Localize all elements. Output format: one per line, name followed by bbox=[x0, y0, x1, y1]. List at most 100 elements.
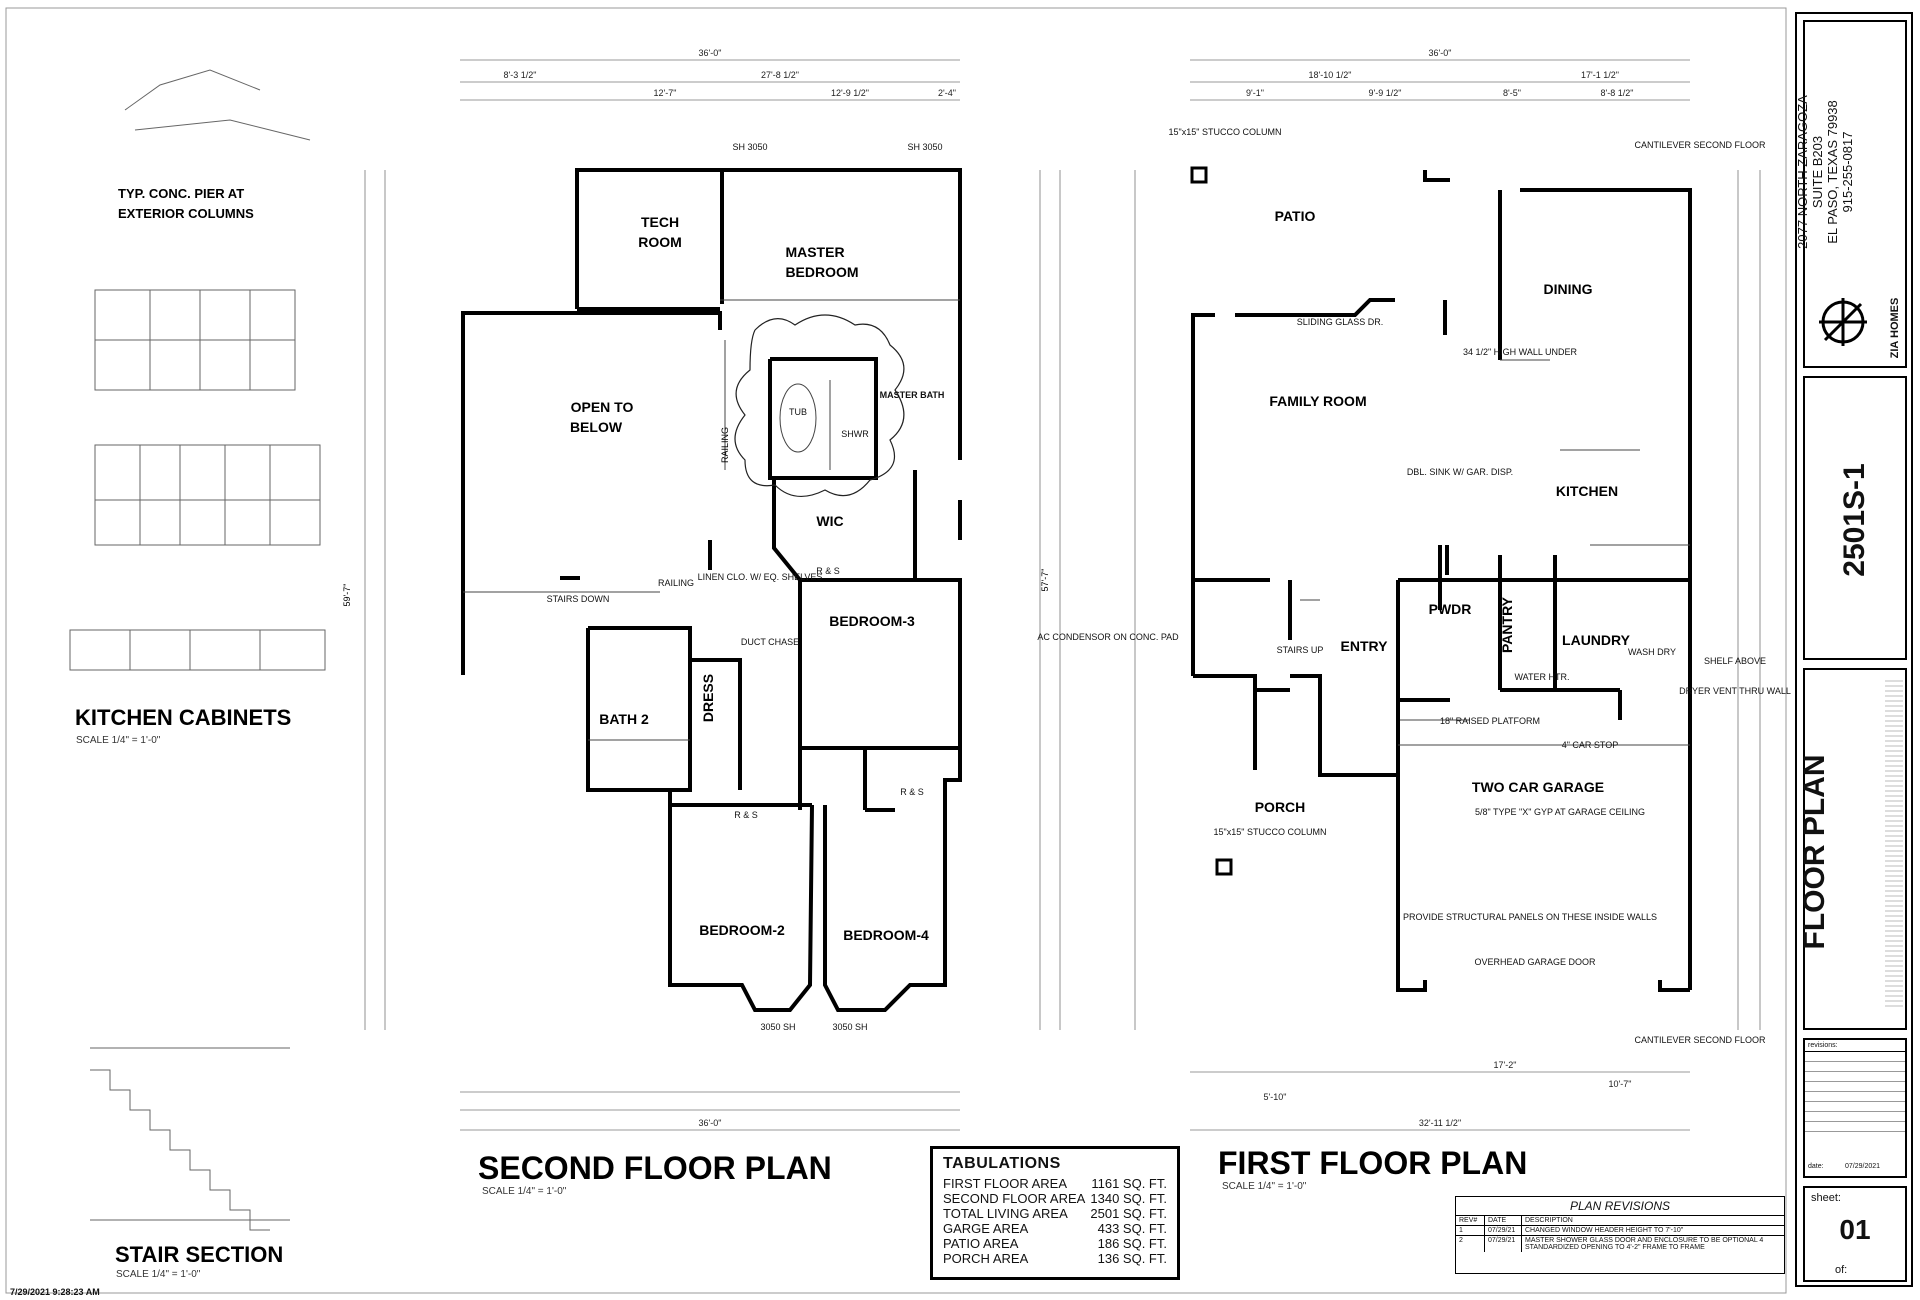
sheet-number-label: sheet: bbox=[1811, 1192, 1841, 1204]
print-timestamp: 7/29/2021 9:28:23 AM bbox=[10, 1287, 100, 1297]
tab-row: SECOND FLOOR AREA 1340 SQ. FT. bbox=[943, 1191, 1167, 1206]
kitchen-cabinet-elevations bbox=[69, 69, 326, 1231]
plan-revisions-title: PLAN REVISIONS bbox=[1456, 1197, 1784, 1216]
tab-row-value: 2501 SQ. FT. bbox=[1090, 1206, 1167, 1221]
dim-d11: 8'-8 1/2" bbox=[1601, 88, 1634, 98]
rs-label-3: R & S bbox=[900, 787, 924, 797]
kitchen-cabinets-scale: SCALE 1/4" = 1'-0" bbox=[76, 735, 161, 746]
room-pantry: PANTRY bbox=[1499, 596, 1515, 653]
dim-overall-2nd-bottom: 36'-0" bbox=[699, 1118, 722, 1128]
first-floor-scale: SCALE 1/4" = 1'-0" bbox=[1222, 1181, 1307, 1192]
tab-row-value: 136 SQ. FT. bbox=[1097, 1251, 1167, 1266]
half-wall-label: 34 1/2" HIGH WALL UNDER bbox=[1463, 347, 1578, 357]
dim-overall-2nd: 36'-0" bbox=[699, 48, 722, 58]
dim-d7: 2'-4" bbox=[938, 88, 956, 98]
room-bedroom4: BEDROOM-4 bbox=[843, 927, 929, 943]
rev-date: 07/29/21 bbox=[1485, 1226, 1522, 1235]
stair-section-heading: STAIR SECTION bbox=[115, 1242, 284, 1267]
room-dress: DRESS bbox=[700, 674, 716, 722]
company-address-line1: 2077 NORTH ZARAGOZA bbox=[1795, 95, 1810, 249]
revisions-grid bbox=[1805, 1052, 1905, 1138]
revision-row: 2 07/29/21 MASTER SHOWER GLASS DOOR AND … bbox=[1456, 1236, 1784, 1252]
dim-d13: 57'-7" bbox=[1040, 569, 1050, 592]
room-bedroom2: BEDROOM-2 bbox=[699, 922, 785, 938]
raised-platform-label: 18" RAISED PLATFORM bbox=[1440, 716, 1540, 726]
rev-date: 07/29/21 bbox=[1485, 1236, 1522, 1252]
sheet-title: FLOOR PLAN bbox=[1798, 754, 1831, 950]
conc-pier-heading-line2: EXTERIOR COLUMNS bbox=[118, 206, 254, 221]
dimension-lines bbox=[364, 59, 1761, 1131]
company-box: 2077 NORTH ZARAGOZA SUITE B203 EL PASO, … bbox=[1795, 20, 1907, 368]
structural-panels-label: PROVIDE STRUCTURAL PANELS ON THESE INSID… bbox=[1403, 912, 1657, 922]
garage-gyp-label: 5/8" TYPE "X" GYP AT GARAGE CEILING bbox=[1475, 807, 1645, 817]
rev-num: 2 bbox=[1456, 1236, 1485, 1252]
dim-d10: 8'-5" bbox=[1503, 88, 1521, 98]
company-address-line3: EL PASO, TEXAS 79938 bbox=[1825, 100, 1840, 244]
window-sh-3050-4: 3050 SH bbox=[832, 1022, 867, 1032]
second-floor-plan-heading: SECOND FLOOR PLAN bbox=[478, 1150, 832, 1186]
company-address-block: 2077 NORTH ZARAGOZA SUITE B203 EL PASO, … bbox=[1795, 62, 1855, 282]
second-floor-room-labels: TECH ROOM MASTER BEDROOM OPEN TO BELOW W… bbox=[570, 214, 929, 943]
first-floor-plan-heading: FIRST FLOOR PLAN bbox=[1218, 1145, 1528, 1181]
room-tech-2: ROOM bbox=[638, 234, 682, 250]
revisions-label: revisions: bbox=[1805, 1040, 1905, 1052]
dim-d5: 12'-7" bbox=[654, 88, 677, 98]
room-open-to: OPEN TO bbox=[571, 399, 634, 415]
car-stop-label: 4" CAR STOP bbox=[1562, 740, 1619, 750]
room-entry: ENTRY bbox=[1341, 638, 1389, 654]
date-label: date: bbox=[1808, 1163, 1824, 1170]
rev-desc: MASTER SHOWER GLASS DOOR AND ENCLOSURE T… bbox=[1525, 1237, 1764, 1251]
tab-row-label: SECOND FLOOR AREA bbox=[943, 1191, 1086, 1206]
room-master-bedroom: BEDROOM bbox=[785, 264, 858, 280]
room-kitchen: KITCHEN bbox=[1556, 483, 1618, 499]
overhead-door-label: OVERHEAD GARAGE DOOR bbox=[1474, 957, 1596, 967]
tab-row-label: PORCH AREA bbox=[943, 1251, 1029, 1266]
room-bedroom3: BEDROOM-3 bbox=[829, 613, 915, 629]
date-value: 07/29/2021 bbox=[1845, 1163, 1881, 1170]
ac-condensor-label: AC CONDENSOR ON CONC. PAD bbox=[1037, 632, 1179, 642]
dim-d3: 18'-10 1/2" bbox=[1309, 70, 1352, 80]
tub-label: TUB bbox=[789, 407, 807, 417]
dim-d17: 5'-10" bbox=[1264, 1092, 1287, 1102]
tabulations-title: TABULATIONS bbox=[943, 1155, 1061, 1172]
rev-desc: CHANGED WINDOW HEADER HEIGHT TO 7'-10" bbox=[1525, 1227, 1684, 1234]
railing-label-2: RAILING bbox=[720, 427, 730, 463]
window-sh-3050-2: SH 3050 bbox=[907, 142, 942, 152]
dim-d14: 32'-11 1/2" bbox=[1419, 1118, 1461, 1128]
dim-overall-1st: 36'-0" bbox=[1429, 48, 1452, 58]
dim-d12: 59'-7" bbox=[342, 584, 352, 607]
dryer-vent-label: DRYER VENT THRU WALL bbox=[1679, 686, 1791, 696]
tab-row-value: 1340 SQ. FT. bbox=[1090, 1191, 1167, 1206]
window-sh-3050-3: 3050 SH bbox=[760, 1022, 795, 1032]
railing-label: RAILING bbox=[658, 578, 694, 588]
window-sh-3050-1: SH 3050 bbox=[732, 142, 767, 152]
dim-d8: 9'-1" bbox=[1246, 88, 1264, 98]
revision-row: 1 07/29/21 CHANGED WINDOW HEADER HEIGHT … bbox=[1456, 1226, 1784, 1236]
room-wic: WIC bbox=[816, 513, 843, 529]
plan-revisions-table: PLAN REVISIONS REV# DATE DESCRIPTION 1 0… bbox=[1455, 1196, 1785, 1274]
company-address-line2: SUITE B203 bbox=[1810, 135, 1825, 209]
second-floor-walls bbox=[461, 168, 962, 1012]
room-laundry: LAUNDRY bbox=[1562, 632, 1631, 648]
shower-label: SHWR bbox=[841, 429, 869, 439]
room-master: MASTER bbox=[785, 244, 844, 260]
double-sink-label: DBL. SINK W/ GAR. DISP. bbox=[1407, 467, 1513, 477]
wash-dry-label: WASH DRY bbox=[1628, 647, 1676, 657]
stucco-column-label-2: 15"x15" STUCCO COLUMN bbox=[1214, 827, 1327, 837]
tab-row-value: 1161 SQ. FT. bbox=[1091, 1176, 1167, 1191]
rs-label-2: R & S bbox=[734, 810, 758, 820]
sliding-door-label: SLIDING GLASS DR. bbox=[1297, 317, 1384, 327]
room-tech: TECH bbox=[641, 214, 679, 230]
company-phone: 915-255-0817 bbox=[1840, 131, 1855, 213]
shelf-above-label: SHELF ABOVE bbox=[1704, 656, 1766, 666]
dim-d1: 8'-3 1/2" bbox=[504, 70, 537, 80]
sheet-notes-text bbox=[1885, 680, 1903, 1010]
stairs-down-label: STAIRS DOWN bbox=[547, 594, 610, 604]
second-floor-scale: SCALE 1/4" = 1'-0" bbox=[482, 1186, 567, 1197]
duct-chase-label: DUCT CHASE bbox=[741, 637, 799, 647]
